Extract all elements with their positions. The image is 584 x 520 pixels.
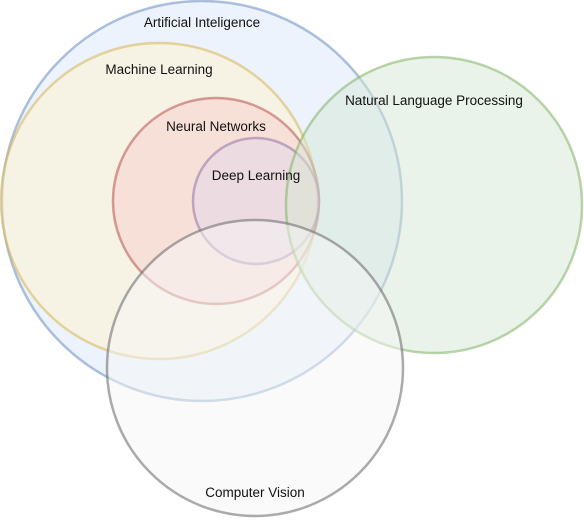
natural-language-processing-label: Natural Language Processing [345, 93, 523, 108]
computer-vision-label: Computer Vision [205, 485, 305, 500]
computer-vision-circle [105, 218, 405, 518]
machine-learning-label: Machine Learning [105, 62, 212, 77]
neural-networks-label: Neural Networks [166, 119, 266, 134]
labels-layer: Artificial Inteligence Machine Learning … [105, 15, 523, 500]
artificial-intelligence-label: Artificial Inteligence [144, 15, 260, 30]
deep-learning-label: Deep Learning [212, 168, 301, 183]
